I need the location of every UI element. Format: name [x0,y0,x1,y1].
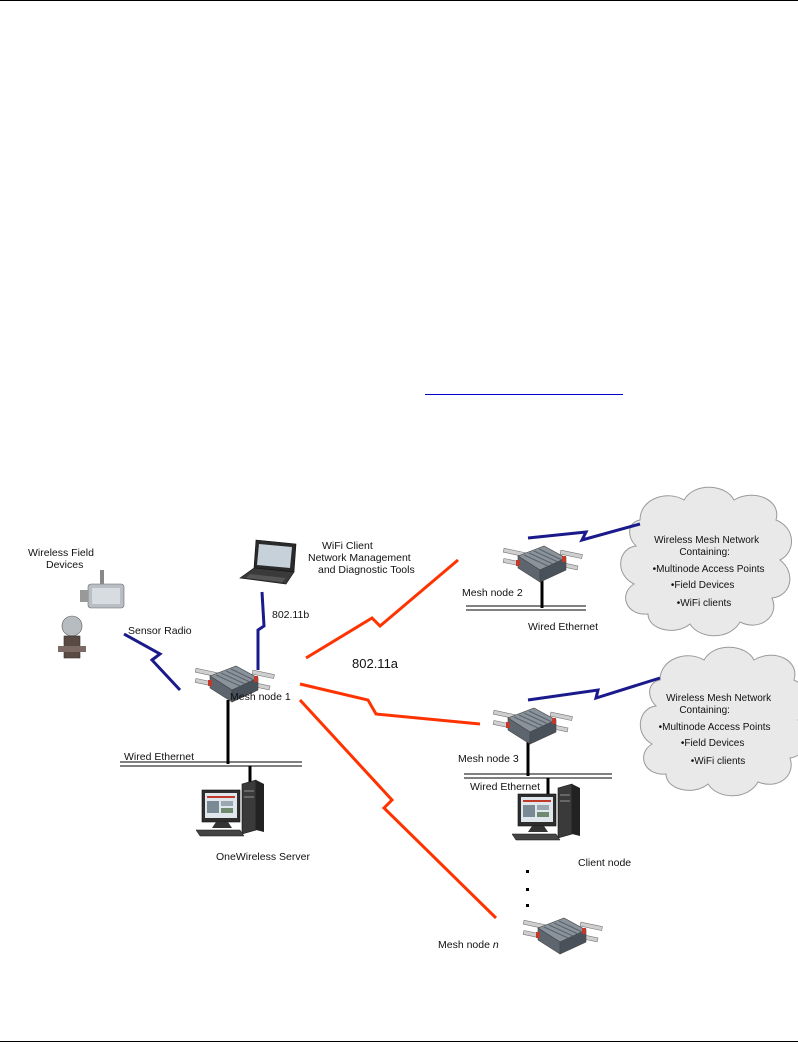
wireless-field-devices-label: Wireless Field Devices [28,547,97,571]
field-transmitter-icon [80,570,125,609]
wired-ethernet-node3-label: Wired Ethernet [470,781,540,793]
sensor-radio-label: Sensor Radio [128,625,192,637]
footer-rule [0,1041,798,1042]
wired-ethernet-left [120,700,302,800]
mesh-node-3-label: Mesh node 3 [458,753,519,765]
hyperlink-underline[interactable] [425,394,623,395]
link-node1-node2 [305,558,459,660]
mesh-node-n-label: Mesh node n [438,939,499,951]
mesh-node-1-label: Mesh node 1 [230,691,291,703]
link-80211a-label: 802.11a [352,656,399,671]
cloud-bottom [639,646,798,797]
wired-ethernet-left-label: Wired Ethernet [124,751,194,763]
field-valve-icon [58,615,86,659]
link-802-11a [298,558,498,920]
laptop-icon [239,539,297,585]
cloud-top [620,486,792,637]
cloud-top-label: Wireless Mesh Network Containing: •Multi… [653,535,768,609]
wired-ethernet-node2-label: Wired Ethernet [528,621,598,633]
mesh-node-n-icon [522,917,603,955]
link-node1-node3 [299,682,481,726]
link-sensor-radio [123,632,182,692]
header-rule [0,0,798,1]
onewireless-server-icon [195,779,265,837]
onewireless-server-label: OneWireless Server [216,851,310,863]
link-node1-noden [298,698,498,920]
link-80211b [256,591,266,670]
mesh-node-3-icon [492,707,573,745]
client-node-label: Client node [578,857,631,869]
cloud-bottom-label: Wireless Mesh Network Containing: •Multi… [659,693,774,767]
mesh-node-2-icon [502,545,583,583]
blue-links [123,522,661,702]
mesh-node-2-label: Mesh node 2 [462,587,523,599]
link-80211b-label: 802.11b [272,609,309,621]
ellipsis-dots [526,870,529,907]
link-node2-cloud [527,522,641,543]
wifi-client-label: WiFi Client Network Management and Diagn… [308,540,415,576]
link-node3-cloud [527,676,661,702]
